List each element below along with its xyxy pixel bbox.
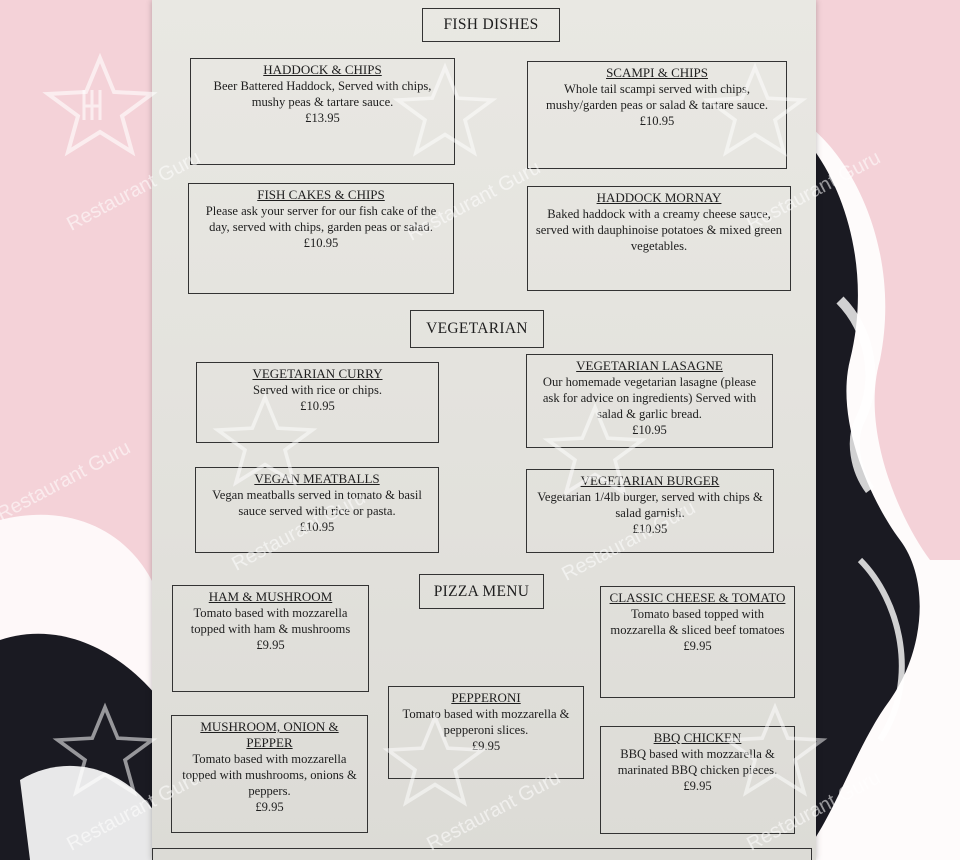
section-heading-fish-dishes: FISH DISHES xyxy=(422,8,560,42)
item-price: £10.95 xyxy=(299,520,335,534)
item-name: HADDOCK & CHIPS xyxy=(263,62,382,77)
item-name: PEPPERONI xyxy=(451,690,521,705)
menu-item-scampi-chips: SCAMPI & CHIPS Whole tail scampi served … xyxy=(527,61,787,169)
item-price: £10.95 xyxy=(300,399,335,413)
menu-item-haddock-chips: HADDOCK & CHIPS Beer Battered Haddock, S… xyxy=(190,58,455,165)
item-description: Vegetarian 1/4lb burger, served with chi… xyxy=(537,490,763,520)
menu-item-ham-mushroom: HAM & MUSHROOM Tomato based with mozzare… xyxy=(172,585,369,692)
menu-item-classic-cheese-tomato: CLASSIC CHEESE & TOMATO Tomato based top… xyxy=(600,586,795,698)
item-name: MUSHROOM, ONION & PEPPER xyxy=(200,719,339,750)
item-name: HAM & MUSHROOM xyxy=(208,589,333,604)
menu-item-bbq-chicken: BBQ CHICKEN BBQ based with mozzarella & … xyxy=(600,726,795,834)
bottom-note-box xyxy=(152,848,812,860)
item-price: £9.95 xyxy=(256,638,285,652)
item-description: Beer Battered Haddock, Served with chips… xyxy=(213,79,432,109)
menu-item-fish-cakes-chips: FISH CAKES & CHIPS Please ask your serve… xyxy=(188,183,454,294)
menu-item-pepperoni: PEPPERONI Tomato based with mozzarella &… xyxy=(388,686,584,779)
item-name: FISH CAKES & CHIPS xyxy=(257,187,385,202)
item-price: £9.95 xyxy=(683,639,712,653)
item-description: BBQ based with mozzarella & marinated BB… xyxy=(617,747,778,777)
item-price: £9.95 xyxy=(255,800,284,814)
item-description: Whole tail scampi served with chips, mus… xyxy=(545,82,769,112)
item-name: CLASSIC CHEESE & TOMATO xyxy=(609,590,786,605)
section-heading-vegetarian: VEGETARIAN xyxy=(410,310,544,348)
item-name: VEGETARIAN CURRY xyxy=(252,366,383,381)
item-price: £13.95 xyxy=(305,111,340,125)
item-name: VEGETARIAN BURGER xyxy=(580,473,720,488)
item-description: Vegan meatballs served in tomato & basil… xyxy=(212,488,422,518)
item-name: BBQ CHICKEN xyxy=(653,730,742,745)
menu-item-vegetarian-burger: VEGETARIAN BURGER Vegetarian 1/4lb burge… xyxy=(526,469,774,553)
item-price: £9.95 xyxy=(471,739,501,753)
item-description: Baked haddock with a creamy cheese sauce… xyxy=(535,207,783,253)
item-name: VEGETARIAN LASAGNE xyxy=(576,358,723,373)
item-price: £10.95 xyxy=(639,114,675,128)
item-description: Served with rice or chips. xyxy=(252,383,383,397)
item-description: Tomato based topped with mozzarella & sl… xyxy=(610,607,785,637)
item-name: SCAMPI & CHIPS xyxy=(606,65,708,80)
item-description: Please ask your server for our fish cake… xyxy=(205,204,437,234)
section-heading-pizza-menu: PIZZA MENU xyxy=(419,574,544,609)
menu-item-vegetarian-curry: VEGETARIAN CURRY Served with rice or chi… xyxy=(196,362,439,443)
item-price: £9.95 xyxy=(683,779,712,793)
item-name: HADDOCK MORNAY xyxy=(596,190,722,205)
menu-item-vegetarian-lasagne: VEGETARIAN LASAGNE Our homemade vegetari… xyxy=(526,354,773,448)
item-description: Tomato based with mozzarella & pepperoni… xyxy=(402,707,570,737)
item-description: Tomato based with mozzarella topped with… xyxy=(182,752,357,798)
menu-item-vegan-meatballs: VEGAN MEATBALLS Vegan meatballs served i… xyxy=(195,467,439,553)
item-description: Tomato based with mozzarella topped with… xyxy=(190,606,351,636)
item-price: £10.95 xyxy=(632,522,668,536)
item-price: £10.95 xyxy=(303,236,339,250)
item-description: Our homemade vegetarian lasagne (please … xyxy=(542,375,757,421)
item-name: VEGAN MEATBALLS xyxy=(254,471,380,486)
menu-item-haddock-mornay: HADDOCK MORNAY Baked haddock with a crea… xyxy=(527,186,791,291)
item-price: £10.95 xyxy=(632,423,667,437)
menu-item-mushroom-onion-pepper: MUSHROOM, ONION & PEPPER Tomato based wi… xyxy=(171,715,368,833)
